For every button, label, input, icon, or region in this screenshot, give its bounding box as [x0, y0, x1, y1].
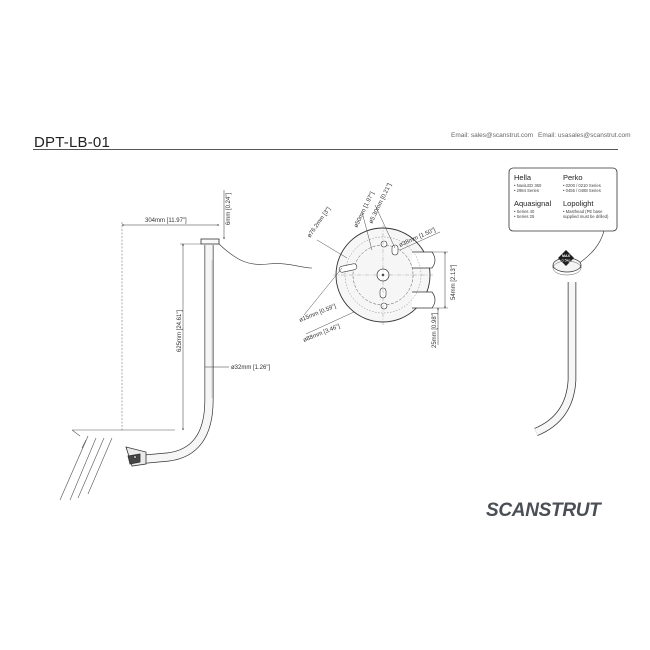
side-view: 304mm [11.97"] 6mm [0.24"] 625mm [24.61"…: [59, 190, 313, 501]
email-usa-link[interactable]: Email: usasales@scanstrut.com: [538, 132, 631, 139]
lopolight-line-1: • Masthead (PE base: [563, 209, 603, 214]
dim-plate-label: 6mm [0.24"]: [226, 193, 232, 225]
max-load-badge: MAX 0.5kg: [558, 250, 574, 266]
hella-title: Hella: [514, 173, 532, 182]
dim-height-label: 625mm [24.61"]: [177, 310, 183, 352]
top-plate: [200, 238, 220, 245]
perko-line-2: • 0455 / 0488 Series: [563, 188, 601, 193]
isometric-view: MAX 0.5kg: [534, 250, 582, 436]
cable: [218, 243, 313, 269]
badge-max-text: MAX: [562, 254, 571, 258]
header-rule: [33, 149, 618, 150]
dim-d25-label: 25mm [0.98"]: [432, 312, 438, 348]
dim-d54-label: 54mm [2.13"]: [451, 264, 457, 300]
email-sales-link[interactable]: Email: sales@scanstrut.com: [451, 132, 534, 139]
perko-line-1: • 0200 / 0210 Series: [563, 183, 601, 188]
dim-width-label: 304mm [11.97"]: [145, 218, 187, 224]
lopolight-title: Lopolight: [563, 199, 594, 208]
dim-d530-label: ø5.30mm [0.21"]: [368, 182, 393, 225]
dim-d15-label: ø15mm [0.59"]: [299, 304, 338, 324]
badge-load-text: 0.5kg: [562, 259, 571, 263]
hella-line-1: • NaviLED 360: [514, 183, 542, 188]
perko-title: Perko: [563, 173, 583, 182]
tube-profile: [134, 245, 214, 465]
lopolight-line-2: supplied must be drilled): [563, 214, 609, 219]
deck-hatching: [59, 429, 175, 501]
aquasignal-line-1: • Series 40: [514, 209, 535, 214]
brand-logo: SCANSTRUT: [486, 500, 602, 521]
aquasignal-line-2: • Series 25: [514, 214, 535, 219]
dim-tube-label: ø32mm [1.26"]: [231, 365, 270, 371]
aquasignal-title: Aquasignal: [514, 199, 551, 208]
plan-view: ø50mm [1.97"] ø5.30mm [0.21"] ø76.2mm [3…: [299, 182, 457, 348]
compatibility-callout: Hella • NaviLED 360 • 2984 Series Perko …: [508, 167, 618, 265]
hella-line-2: • 2984 Series: [514, 188, 539, 193]
base-bracket: [125, 446, 147, 467]
drawing-title: DPT-LB-01: [34, 134, 110, 151]
dim-d762-label: ø76.2mm [3"]: [307, 206, 333, 239]
